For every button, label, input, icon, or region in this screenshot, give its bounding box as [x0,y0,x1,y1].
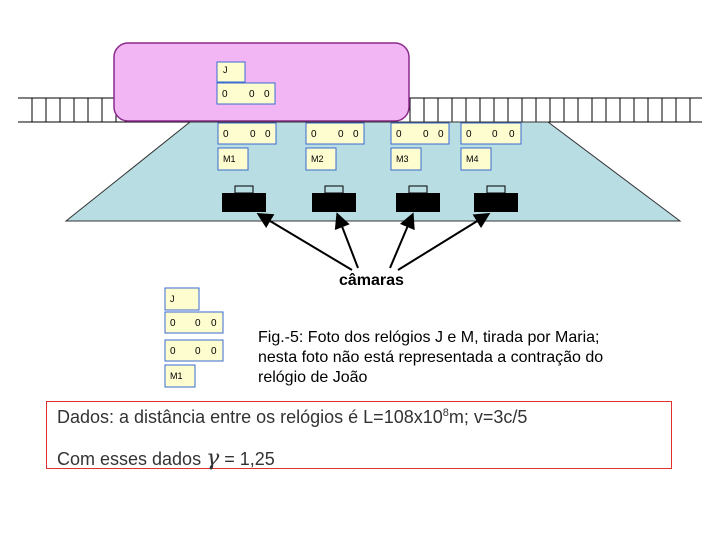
bottom-clock-j-digit-3: 0 [211,318,217,329]
platform-clock-m2-digit-1: 0 [311,129,317,140]
bottom-clock-j-digit-1: 0 [170,318,176,329]
platform-clock-m4-digit-2: 0 [492,129,498,140]
bottom-clock-j: J 0 0 0 [164,287,224,334]
platform-clock-m4: 0 0 0 M4 [460,122,522,171]
arrow-to-camera-2 [334,212,359,269]
platform-clock-m4-digit-3: 0 [509,129,515,140]
platform-clock-m4-label: M4 [466,154,479,164]
dados-line-1-suffix: m; v=3c/5 [448,407,528,427]
platform-clock-m3-digit-2: 0 [423,129,429,140]
platform-clock-m2-digit-2: 0 [338,129,344,140]
dados-box: Dados: a distância entre os relógios é L… [46,401,672,471]
platform-clock-m3-digit-3: 0 [438,129,444,140]
platform-clock-m3: 0 0 0 M3 [390,122,450,171]
arrow-to-camera-4 [397,212,491,271]
train-clock-digit-2: 0 [249,89,255,100]
train-clock-j: J 0 0 0 [216,61,276,105]
bottom-clock-m1-label: M1 [170,371,183,381]
platform-clock-m1-label: M1 [223,154,236,164]
dados-line-1-exponent: 8 [442,407,449,419]
train-car [113,42,410,122]
camera-icon [312,185,356,212]
platform-clock-m2: 0 0 0 M2 [305,122,365,171]
platform-clock-m2-digit-3: 0 [353,129,359,140]
dados-line-2-suffix: = 1,25 [219,449,275,469]
gamma-symbol: γ [206,446,220,471]
dados-line-1-text: Dados: a distância entre os relógios é L… [57,407,443,427]
bottom-clock-m1: 0 0 0 M1 [164,339,224,388]
platform-clock-m1-digit-1: 0 [223,129,229,140]
train-clock-digit-1: 0 [222,89,228,100]
platform-clock-m2-label: M2 [311,154,324,164]
bottom-clock-m1-digit-2: 0 [195,346,201,357]
platform-clock-m4-digit-1: 0 [466,129,472,140]
bottom-clock-j-label: J [170,294,175,304]
diagram: J 0 0 0 0 0 0 M1 0 0 0 M2 0 0 0 M3 0 0 0… [18,42,702,388]
cameras-label: câmaras [339,272,404,289]
train-clock-digit-3: 0 [264,89,270,100]
bottom-clock-j-digit-2: 0 [195,318,201,329]
arrow-to-camera-1 [256,212,353,271]
camera-icon [396,185,440,212]
camera-icon [222,185,266,212]
platform [64,121,682,222]
camera-icon [474,185,518,212]
dados-line-2: Com esses dados γ = 1,25 [57,446,275,471]
platform-clock-m1-digit-3: 0 [265,129,271,140]
train-clock-label: J [223,65,228,75]
figure-caption: Fig.-5: Foto dos relógios J e M, tirada … [258,329,604,386]
platform-clock-m3-digit-1: 0 [396,129,402,140]
bottom-clock-m1-digit-3: 0 [211,346,217,357]
dados-line-1: Dados: a distância entre os relógios é L… [57,407,527,428]
platform-clock-m3-label: M3 [396,154,409,164]
platform-clock-m1: 0 0 0 M1 [217,122,277,171]
bottom-clock-m1-digit-1: 0 [170,346,176,357]
platform-clock-m1-digit-2: 0 [250,129,256,140]
arrow-to-camera-3 [389,212,415,269]
dados-line-2-text: Com esses dados [57,449,207,469]
